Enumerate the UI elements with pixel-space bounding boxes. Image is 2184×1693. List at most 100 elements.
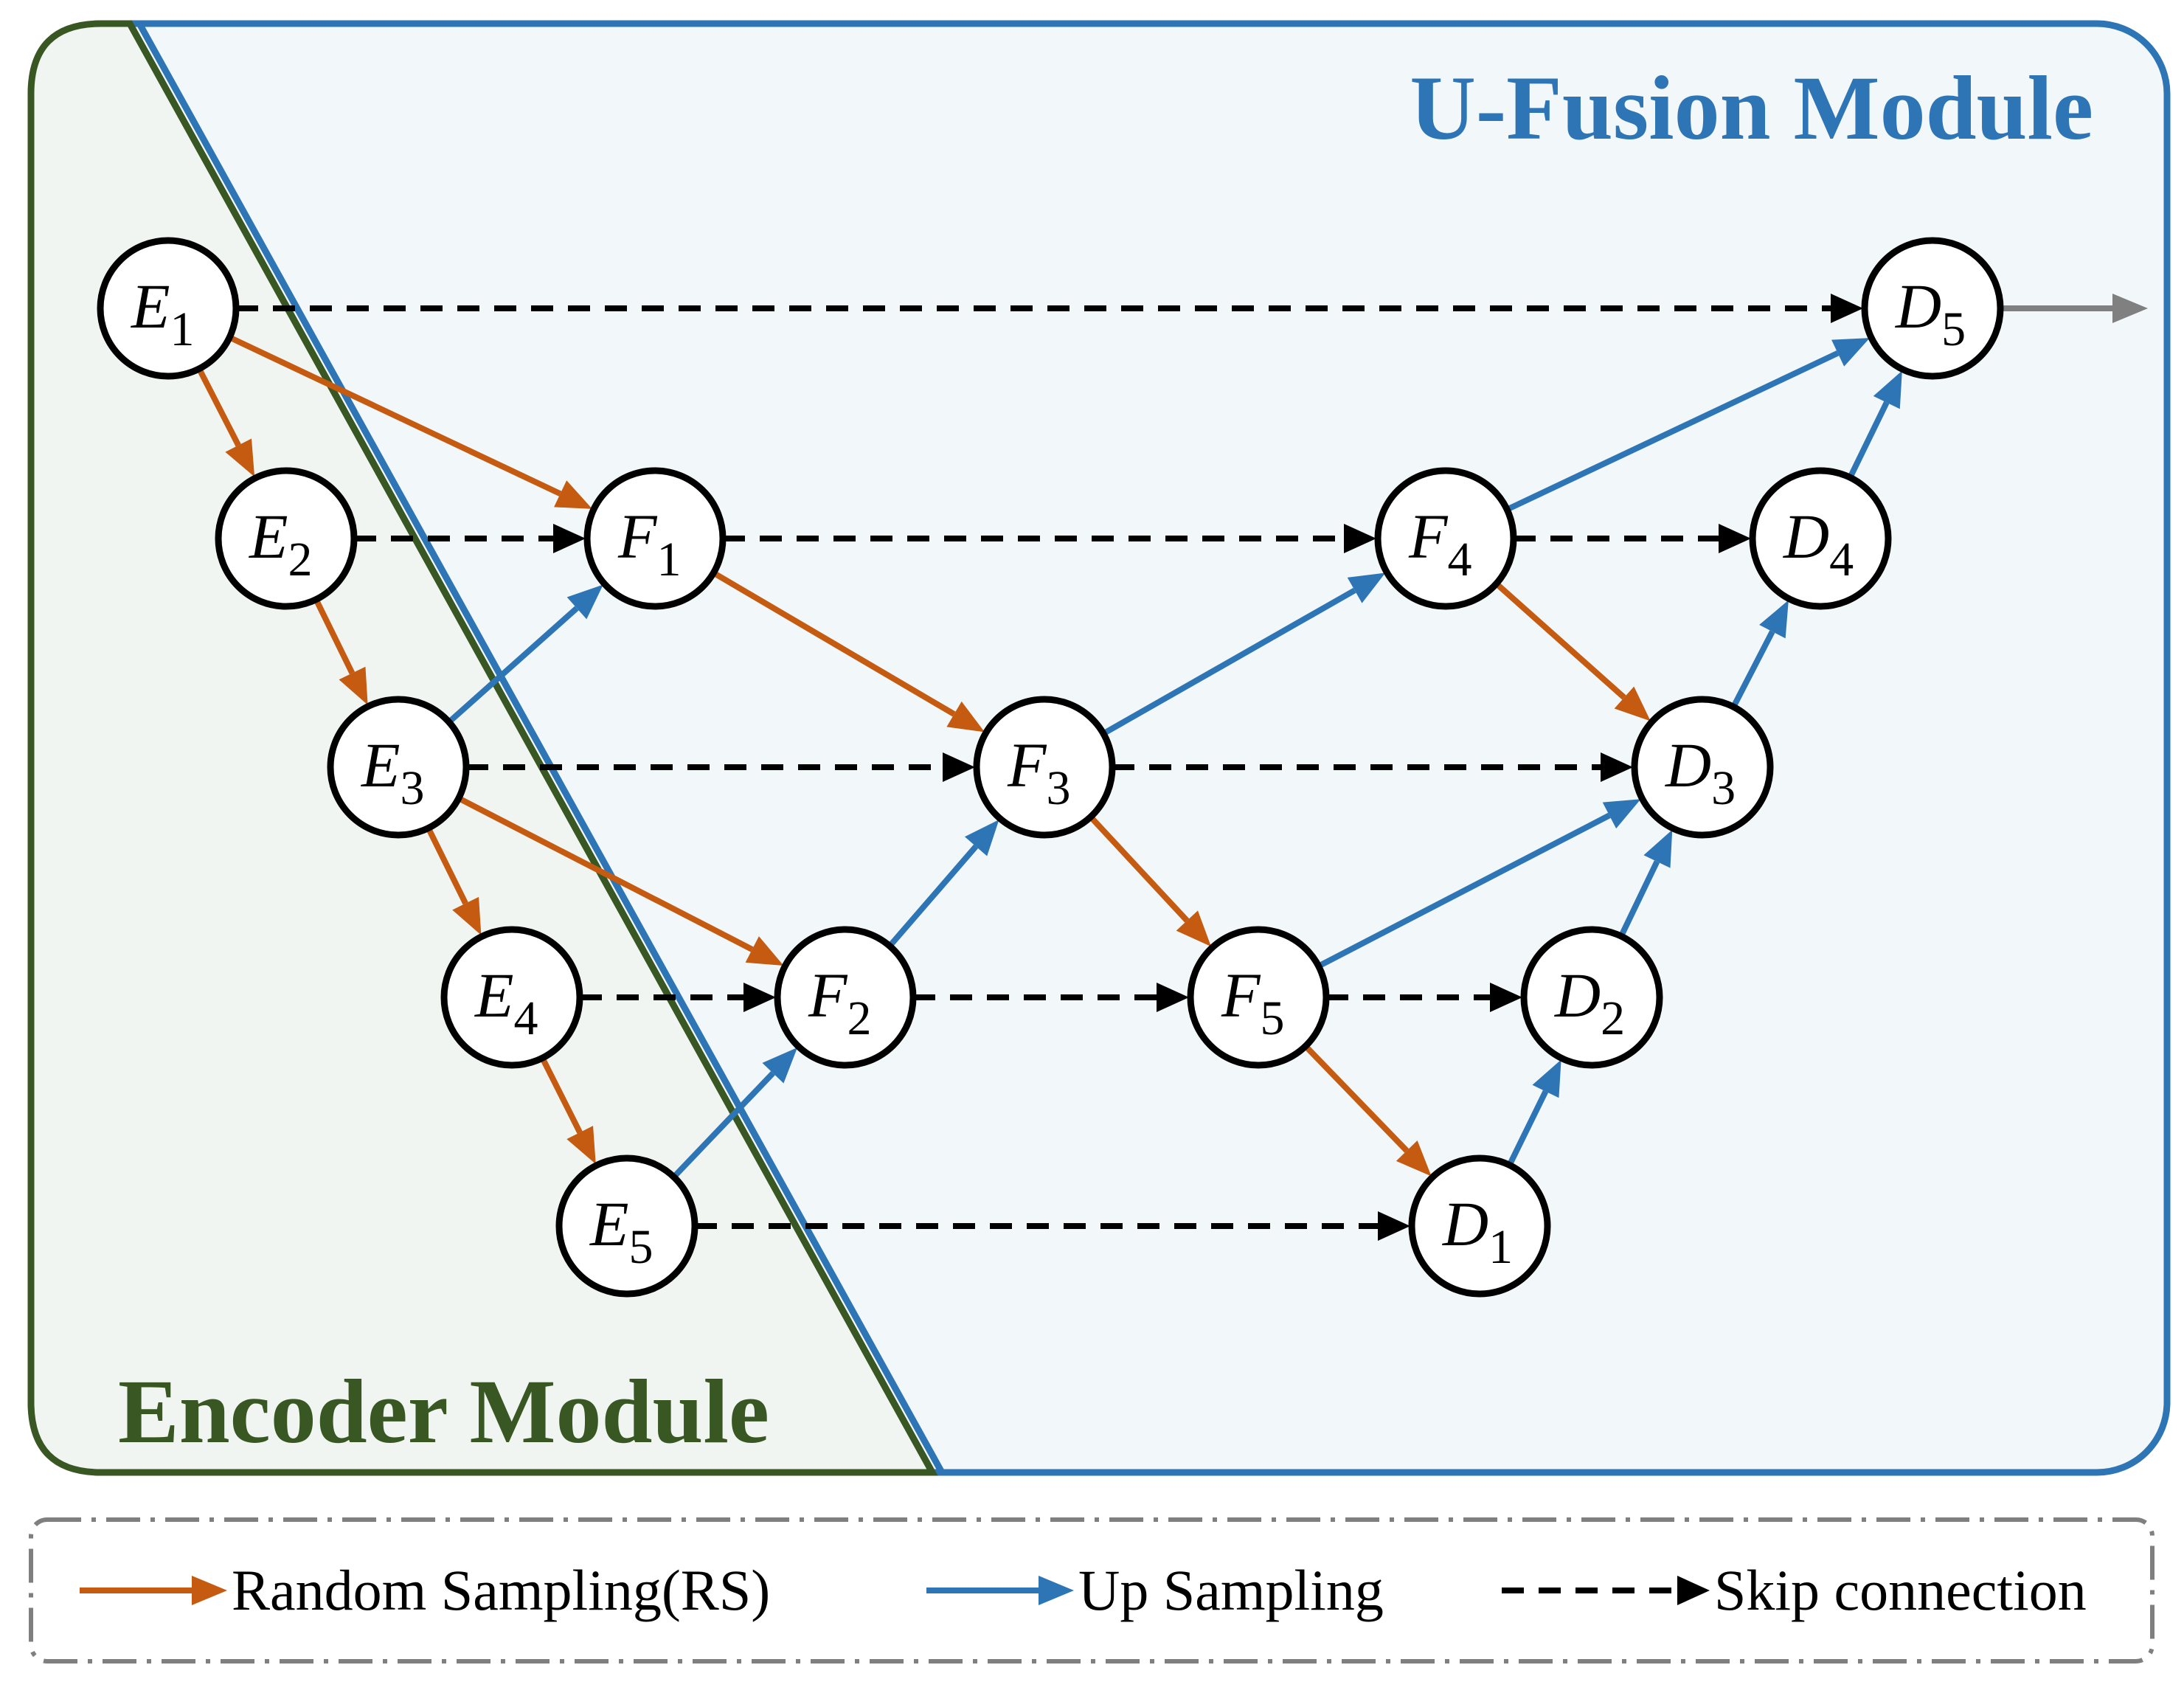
node-label: F1 (617, 501, 682, 586)
random-sampling-arrow-e2-e3 (313, 598, 368, 705)
node-circle (1187, 926, 1330, 1069)
node-label: E2 (248, 501, 313, 586)
up-sampling-arrow-f2-f3 (887, 820, 999, 949)
random-sampling-arrow-e4-e5 (539, 1056, 596, 1165)
node-label: D5 (1895, 271, 1966, 356)
node-subscript: 1 (1488, 1220, 1513, 1274)
module-divider-blue (136, 21, 945, 1475)
node-d1: D1 (1408, 1154, 1551, 1298)
node-subscript: 3 (401, 761, 425, 815)
skip-connection-arrow-e3-f3 (466, 752, 975, 782)
random-sampling-arrow-e3-e4 (426, 826, 482, 935)
node-circle (1861, 237, 2004, 380)
skip-connection-arrow-f5-d2 (1326, 983, 1522, 1012)
node-f3: F3 (973, 696, 1116, 839)
up-sampling-arrow-d2-d3 (1618, 829, 1673, 938)
node-subscript: 1 (657, 533, 682, 586)
node-subscript: 5 (1941, 302, 1966, 356)
random-sampling-arrow-f3-f5 (1088, 814, 1212, 947)
node-f2: F2 (774, 926, 917, 1069)
skip-connection-arrow-e5-d1 (695, 1211, 1410, 1241)
legend-item-skip: Skip connection (1502, 1558, 2087, 1622)
random-sampling-arrow-e3-f2 (457, 795, 784, 966)
node-label: F4 (1408, 501, 1472, 586)
node-circle (555, 1154, 698, 1298)
legend-label: Up Sampling (1078, 1558, 1384, 1622)
node-circle (215, 467, 358, 610)
node-label: F3 (1007, 730, 1071, 815)
node-circle (1749, 467, 1892, 610)
encoder-module-panel (27, 20, 938, 1476)
node-d3: D3 (1631, 696, 1774, 839)
node-circle (327, 696, 470, 839)
node-subscript: 2 (1601, 991, 1625, 1045)
node-label: D2 (1554, 960, 1625, 1045)
skip-connection-arrow-e1-d5 (236, 294, 1863, 323)
node-circle (1374, 467, 1517, 610)
module-divider-green (127, 21, 935, 1475)
node-e2: E2 (215, 467, 358, 610)
node-label: D3 (1665, 730, 1736, 815)
node-subscript: 4 (1829, 533, 1854, 586)
node-circle (1631, 696, 1774, 839)
node-letter: E (130, 271, 170, 342)
node-label: F5 (1221, 960, 1285, 1045)
node-circle (1520, 926, 1663, 1069)
node-subscript: 5 (1261, 991, 1285, 1045)
node-e1: E1 (97, 237, 240, 380)
node-circle (583, 467, 727, 610)
legend-item-rs: Random Sampling(RS) (80, 1558, 770, 1622)
random-sampling-arrow-f1-f3 (712, 570, 985, 733)
node-label: F2 (808, 960, 872, 1045)
legend-box (29, 1517, 2154, 1663)
skip-connection-arrow-f1-f4 (723, 524, 1376, 553)
node-d2: D2 (1520, 926, 1663, 1069)
node-letter: D (1783, 501, 1829, 572)
up-sampling-arrow-f5-d3 (1317, 799, 1641, 969)
skip-connection-arrow-f4-d4 (1514, 524, 1751, 553)
node-label: E4 (474, 960, 538, 1045)
legend-label: Random Sampling(RS) (232, 1558, 770, 1622)
skip-connection-arrow-e2-f1 (354, 524, 586, 553)
legend-swatch-rs (80, 1576, 227, 1605)
node-label: E5 (589, 1188, 654, 1274)
node-letter: E (248, 501, 288, 572)
encoder-module-title: Encoder Module (118, 1361, 769, 1462)
edges-layer (196, 294, 2148, 1241)
up-sampling-arrow-d4-d5 (1847, 370, 1902, 479)
node-label: D1 (1442, 1188, 1513, 1274)
legend-swatch-up (926, 1576, 1074, 1605)
node-subscript: 2 (288, 533, 313, 586)
node-subscript: 1 (170, 302, 195, 356)
node-e3: E3 (327, 696, 470, 839)
node-subscript: 5 (629, 1220, 654, 1274)
node-subscript: 2 (847, 991, 872, 1045)
skip-connection-arrow-e4-f2 (580, 983, 776, 1012)
node-letter: F (617, 501, 658, 572)
node-circle (973, 696, 1116, 839)
skip-connection-arrow-f2-f5 (913, 983, 1189, 1012)
node-subscript: 3 (1047, 761, 1071, 815)
node-circle (440, 926, 583, 1069)
node-e4: E4 (440, 926, 583, 1069)
random-sampling-arrow-e1-e2 (196, 367, 255, 477)
node-subscript: 3 (1711, 761, 1736, 815)
node-label: E3 (360, 730, 425, 815)
node-letter: D (1442, 1188, 1488, 1259)
random-sampling-arrow-f4-d3 (1494, 581, 1651, 721)
up-sampling-arrow-e5-f2 (671, 1047, 798, 1180)
node-circle (774, 926, 917, 1069)
up-sampling-arrow-e3-f1 (447, 584, 603, 724)
legend-swatch-skip (1502, 1576, 1710, 1605)
node-subscript: 4 (514, 991, 538, 1045)
node-letter: F (1408, 501, 1449, 572)
node-letter: D (1554, 960, 1601, 1031)
node-circle (97, 237, 240, 380)
node-letter: E (474, 960, 514, 1031)
node-label: D4 (1783, 501, 1854, 586)
fusion-module-title: U-Fusion Module (1410, 58, 2093, 159)
node-letter: F (1221, 960, 1261, 1031)
node-f1: F1 (583, 467, 727, 610)
